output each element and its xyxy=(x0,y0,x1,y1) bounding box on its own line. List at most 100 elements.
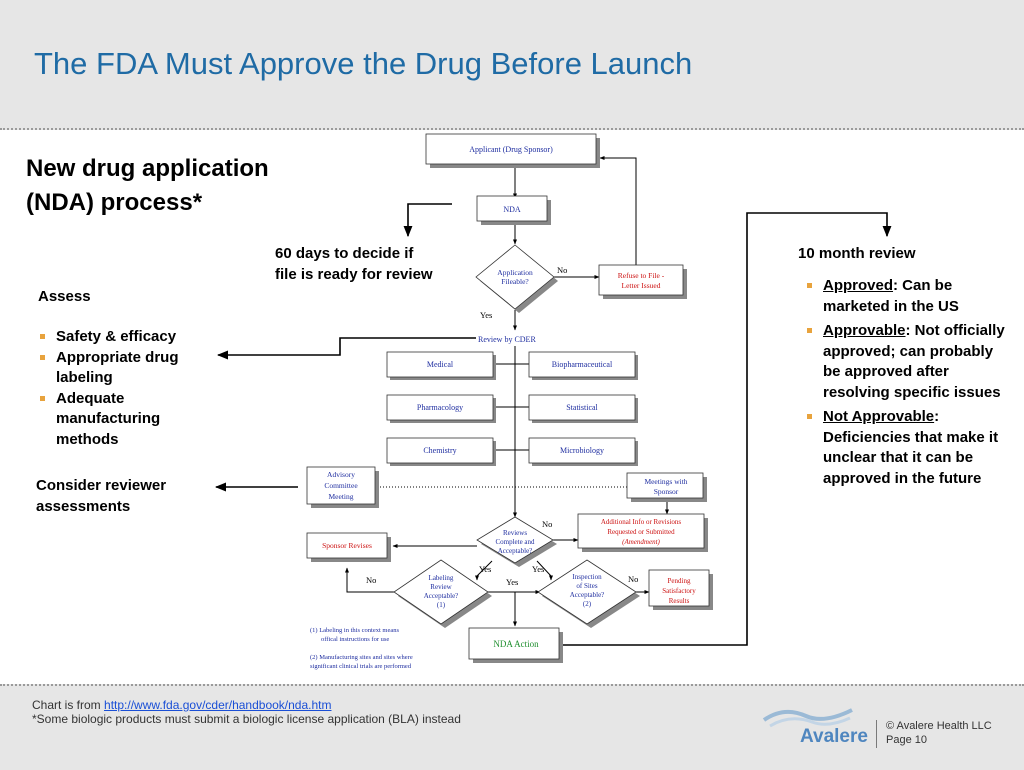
reviews-no-label: No xyxy=(542,519,552,529)
source-link[interactable]: http://www.fda.gov/cder/handbook/nda.htm xyxy=(104,698,332,712)
additional-line-3: (Amendment) xyxy=(622,538,660,546)
note-1-line-1: (1) Labeling in this context means xyxy=(310,627,399,634)
advisory-line-3: Meeting xyxy=(329,492,354,501)
medical-label: Medical xyxy=(427,360,454,369)
days-callout: 60 days to decide if file is ready for r… xyxy=(275,244,433,285)
copyright: © Avalere Health LLC xyxy=(886,720,992,732)
reviews-diamond: Reviews Complete and Acceptable? xyxy=(476,516,557,567)
review-by-label: Review by CDER xyxy=(478,335,536,344)
assess-item: Safety & efficacy xyxy=(38,327,208,348)
review-desc: : Can be marketed in the US xyxy=(823,277,959,315)
fileable-yes-label: Yes xyxy=(480,310,492,320)
review-desc: : Deficiencies that make it unclear that… xyxy=(823,408,999,487)
footer-separator xyxy=(876,720,877,748)
labeling-line-3: Acceptable? xyxy=(424,592,459,600)
advisory-line-2: Committee xyxy=(324,481,358,490)
meetings-line-2: Sponsor xyxy=(654,487,679,496)
refuse-line-2: Letter Issued xyxy=(622,281,661,290)
meetings-box: Meetings with Sponsor xyxy=(626,472,707,502)
days-connector xyxy=(403,203,452,238)
review-item: Approved: Can be marketed in the US xyxy=(805,276,1005,317)
chemistry-box: Chemistry xyxy=(386,437,496,466)
review-item: Approvable: Not officially approved; can… xyxy=(805,321,1005,403)
fileable-no-label: No xyxy=(557,265,567,275)
additional-box: Additional Info or Revisions Requested o… xyxy=(577,513,708,552)
nda-action-label: NDA Action xyxy=(493,639,539,649)
pending-box: Pending Satisfactory Results xyxy=(648,569,713,610)
consider-line-2: assessments xyxy=(36,497,131,515)
pharmacology-label: Pharmacology xyxy=(417,403,463,412)
flow-connectors xyxy=(345,156,669,627)
inspection-line-4: (2) xyxy=(583,600,592,608)
inspection-line-3: Acceptable? xyxy=(570,591,605,599)
refuse-loop xyxy=(599,156,637,268)
applicant-box: Applicant (Drug Sponsor) xyxy=(425,133,600,168)
review-desc: : Not officially approved; can probably … xyxy=(823,322,1005,401)
fileable-line-2: Fileable? xyxy=(501,277,529,286)
pending-line-1: Pending xyxy=(668,577,691,585)
sponsor-revises-label: Sponsor Revises xyxy=(322,541,372,550)
avalere-logo-waves xyxy=(762,708,853,728)
note-1-line-2: offical instructions for use xyxy=(321,636,389,643)
reviews-line-3: Acceptable? xyxy=(498,547,533,555)
review-heading: 10 month review xyxy=(798,245,916,262)
biopharm-box: Biopharmaceutical xyxy=(528,351,638,380)
days-line-2: file is ready for review xyxy=(275,265,433,283)
days-line-1: 60 days to decide if xyxy=(275,245,414,262)
labeling-no-label: No xyxy=(366,575,376,585)
applicant-label: Applicant (Drug Sponsor) xyxy=(469,145,553,154)
footer-band: Chart is from http://www.fda.gov/cder/ha… xyxy=(0,684,1024,770)
review-connector xyxy=(562,212,892,646)
additional-line-2: Requested or Submitted xyxy=(607,528,675,536)
reviews-yes-left-label: Yes xyxy=(479,564,491,574)
inspection-line-1: Inspection xyxy=(572,573,602,581)
consider-line-1: Consider reviewer xyxy=(36,477,167,494)
labeling-line-2: Review xyxy=(430,583,452,591)
subtitle-line-2: (NDA) process* xyxy=(26,189,203,216)
pending-line-3: Results xyxy=(669,597,690,605)
assess-label: Assess xyxy=(38,288,91,305)
consider-callout: Consider reviewer assessments xyxy=(36,476,166,517)
labeling-yes-label: Yes xyxy=(506,577,518,587)
microbiology-box: Microbiology xyxy=(528,437,638,466)
assess-item: Appropriate drug labeling xyxy=(38,348,208,389)
slide-title: The FDA Must Approve the Drug Before Lau… xyxy=(34,46,693,81)
footnotes: (1) Labeling in this context means offic… xyxy=(310,627,413,670)
advisory-box: Advisory Committee Meeting xyxy=(306,466,379,508)
callout-connectors xyxy=(214,203,892,646)
chart-source: Chart is from http://www.fda.gov/cder/ha… xyxy=(32,698,332,712)
note-2-line-2: significant clinical trials are performe… xyxy=(310,663,412,670)
statistical-box: Statistical xyxy=(528,394,638,423)
assess-item: Adequate manufacturing methods xyxy=(38,389,208,451)
additional-line-1: Additional Info or Revisions xyxy=(601,518,682,526)
pharmacology-box: Pharmacology xyxy=(386,394,496,423)
inspection-line-2: of Sites xyxy=(576,582,597,590)
labeling-line-4: (1) xyxy=(437,601,446,609)
bla-note: *Some biologic products must submit a bi… xyxy=(32,712,461,726)
fileable-diamond: Application Fileable? xyxy=(475,244,558,313)
microbiology-label: Microbiology xyxy=(560,446,604,455)
labeling-diamond: Labeling Review Acceptable? (1) xyxy=(393,559,492,628)
nda-label: NDA xyxy=(503,205,521,214)
page-number: Page 10 xyxy=(886,734,927,746)
reviews-line-2: Complete and xyxy=(495,538,535,546)
biopharm-label: Biopharmaceutical xyxy=(552,360,613,369)
review-term: Approved xyxy=(823,277,894,294)
medical-box: Medical xyxy=(386,351,496,380)
inspection-no-label: No xyxy=(628,574,638,584)
refuse-box: Refuse to File - Letter Issued xyxy=(598,264,687,299)
nda-box: NDA xyxy=(476,195,551,225)
note-2-line-1: (2) Manufacturing sites and sites where xyxy=(310,654,413,661)
nda-action-box: NDA Action xyxy=(468,627,563,663)
chemistry-label: Chemistry xyxy=(423,446,456,455)
reviews-yes-right xyxy=(536,560,553,581)
reviews-yes-left xyxy=(475,560,493,581)
review-term: Approvable xyxy=(823,322,906,339)
review-item: Not Approvable: Deficiencies that make i… xyxy=(805,407,1005,489)
assess-connector xyxy=(216,337,476,360)
subtitle-line-1: New drug application xyxy=(26,155,269,182)
avalere-logo-text: Avalere xyxy=(800,726,868,747)
review-term: Not Approvable xyxy=(823,408,935,425)
chart-source-prefix: Chart is from xyxy=(32,698,105,712)
